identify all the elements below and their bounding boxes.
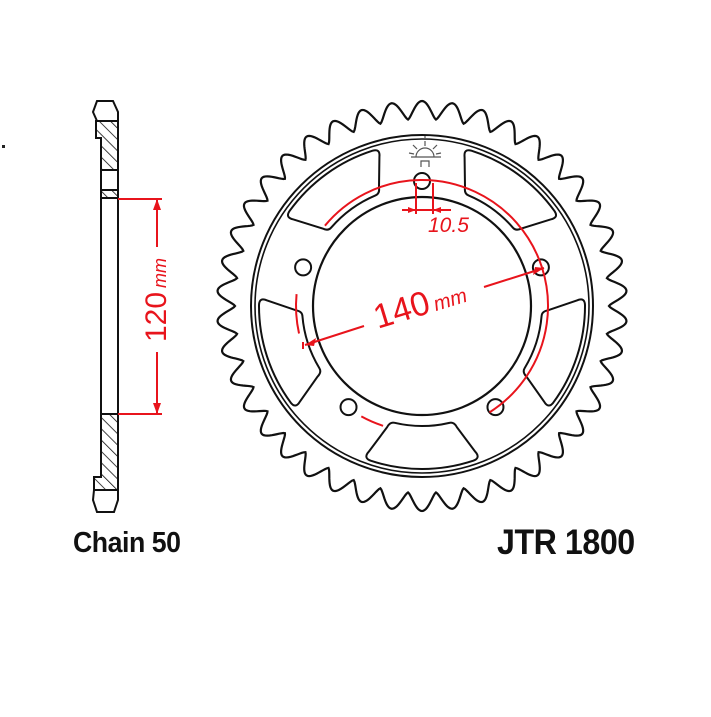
pcd-circle-arc-bottom xyxy=(360,415,384,427)
dimension-105-arrow-right xyxy=(433,207,441,213)
pcd-circle-arc xyxy=(324,179,549,414)
side-top-hatch xyxy=(95,120,119,171)
body-ring-inner xyxy=(254,138,590,474)
side-hatch-strip xyxy=(100,189,119,199)
dimension-120-value: 120 xyxy=(140,291,173,343)
bolt-hole xyxy=(339,398,358,417)
lightening-window xyxy=(522,298,586,407)
dimension-105-arrow-left xyxy=(408,207,416,213)
center-bore xyxy=(311,195,533,417)
side-bottom-hatch xyxy=(93,413,119,491)
dimension-140-arrow-right xyxy=(533,267,544,275)
chain-size-label: Chain 50 xyxy=(73,527,181,559)
jt-sun-logo-icon xyxy=(408,136,442,167)
dimension-120-label: 120mm xyxy=(140,258,174,342)
part-number-label: JTR 1800 xyxy=(497,523,635,562)
lightening-window xyxy=(286,149,381,231)
dimension-120 xyxy=(118,198,162,415)
side-top-tooth xyxy=(91,100,119,122)
sprocket-front-view xyxy=(216,99,628,513)
side-bottom-tooth xyxy=(91,489,119,513)
pcd-circle-arc-left xyxy=(295,294,301,334)
sprocket-teeth xyxy=(216,99,628,513)
bolt-hole xyxy=(294,258,313,277)
lightening-window xyxy=(365,421,479,470)
side-body xyxy=(100,197,119,415)
dimension-bolt-hole-label: 10.5 xyxy=(428,214,469,237)
dimension-140-unit: mm xyxy=(430,284,470,316)
side-view xyxy=(91,100,119,513)
body-ring-outer xyxy=(250,134,594,478)
dimension-120-unit: mm xyxy=(150,257,170,288)
lightening-window xyxy=(463,149,558,231)
side-gap-top xyxy=(100,169,119,191)
stray-dot xyxy=(2,145,5,148)
lightening-window xyxy=(258,298,322,407)
dimension-140-arrow-left xyxy=(305,338,316,346)
